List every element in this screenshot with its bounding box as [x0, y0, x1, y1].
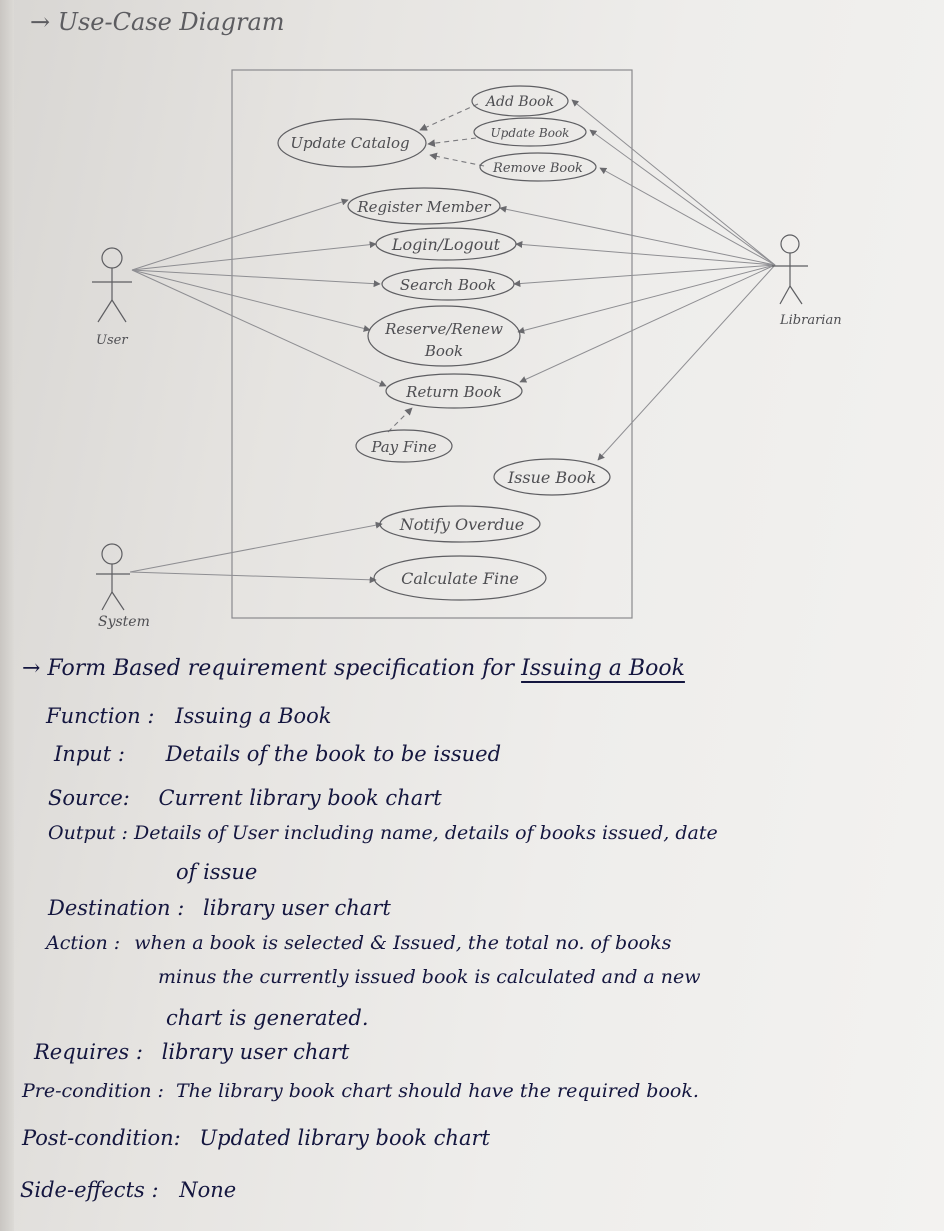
spec-title: → Form Based requirement specification f…: [22, 656, 685, 681]
actor-user-figure: [92, 247, 132, 323]
spec-output-continued: of issue: [176, 860, 258, 884]
dependency-lines: [387, 103, 485, 433]
spec-function-value: Issuing a Book: [175, 704, 332, 728]
spec-action-label: Action :: [46, 932, 121, 954]
use-case-login-logout: [375, 227, 517, 261]
spec-side-effects-label: Side-effects :: [20, 1178, 159, 1202]
label-issue-book: Issue Book: [507, 468, 596, 487]
spec-side-effects-value: None: [179, 1178, 237, 1202]
spec-destination-label: Destination :: [48, 896, 185, 920]
label-update-book: Update Book: [491, 126, 570, 140]
spec-postcondition-label: Post-condition:: [22, 1126, 181, 1150]
spec-action-value: when a book is selected & Issued, the to…: [134, 932, 672, 954]
label-search-book: Search Book: [400, 276, 496, 294]
use-case-calculate-fine: [373, 555, 547, 601]
label-reserve-renew-book: Book: [424, 342, 463, 360]
use-case-register-member: [347, 187, 501, 225]
spec-precondition: Pre-condition : The library book chart s…: [22, 1080, 699, 1102]
actor-system-label: System: [98, 614, 150, 630]
spec-action: Action : when a book is selected & Issue…: [46, 932, 671, 954]
spec-side-effects: Side-effects : None: [20, 1178, 236, 1202]
spec-function-label: Function :: [46, 704, 155, 728]
use-case-diagram: Add Book Update Catalog Update Book Remo…: [92, 69, 842, 630]
use-case-reserve-renew-book: [367, 305, 521, 367]
spec-action-continued-1: minus the currently issued book is calcu…: [158, 966, 701, 988]
spec-function: Function : Issuing a Book: [46, 704, 332, 728]
use-case-return-book: [385, 373, 523, 409]
actor-librarian-label: Librarian: [779, 313, 842, 328]
spec-requires-label: Requires :: [34, 1040, 143, 1064]
spec-destination-value: library user chart: [203, 896, 391, 920]
spec-requires-value: library user chart: [161, 1040, 350, 1064]
spec-destination: Destination : library user chart: [48, 896, 391, 920]
label-reserve-renew: Reserve/Renew: [384, 320, 503, 338]
use-case-update-book: [473, 117, 587, 147]
spec-precondition-label: Pre-condition :: [22, 1080, 164, 1102]
spec-input-value: Details of the book to be issued: [165, 742, 502, 766]
label-pay-fine: Pay Fine: [370, 438, 436, 456]
label-return-book: Return Book: [405, 383, 502, 401]
system-boundary: [231, 69, 633, 619]
use-case-search-book: [381, 267, 515, 301]
spec-output-value: Details of User including name, details …: [133, 822, 718, 844]
use-case-notify-overdue: [379, 505, 541, 543]
spec-requires: Requires : library user chart: [34, 1040, 349, 1064]
spec-source: Source: Current library book chart: [48, 786, 442, 810]
use-case-pay-fine: [355, 429, 453, 463]
spec-precondition-value: The library book chart should have the r…: [175, 1080, 699, 1102]
spec-postcondition: Post-condition: Updated library book cha…: [22, 1126, 490, 1150]
actor-librarian-figure: [772, 234, 808, 305]
page-heading: → Use-Case Diagram: [30, 8, 285, 36]
label-calculate-fine: Calculate Fine: [401, 569, 519, 588]
label-remove-book: Remove Book: [492, 161, 583, 176]
spec-output: Output : Details of User including name,…: [48, 822, 718, 844]
spec-title-subject: Issuing a Book: [521, 656, 685, 681]
label-update-catalog: Update Catalog: [290, 134, 409, 152]
label-register-member: Register Member: [356, 198, 491, 216]
spec-source-label: Source:: [48, 786, 130, 810]
use-case-issue-book: [493, 458, 611, 496]
use-case-update-catalog: [277, 118, 427, 168]
use-case-remove-book: [479, 152, 597, 182]
label-login-logout: Login/Logout: [391, 235, 501, 254]
use-case-add-book: [471, 85, 569, 117]
label-notify-overdue: Notify Overdue: [399, 515, 525, 534]
spec-input: Input : Details of the book to be issued: [54, 742, 501, 766]
spec-title-prefix: → Form Based requirement specification f…: [22, 656, 515, 681]
spec-action-continued-2: chart is generated.: [166, 1006, 369, 1030]
actor-user-label: User: [96, 333, 128, 348]
page-edge: [0, 0, 14, 1231]
spec-input-label: Input :: [54, 742, 125, 766]
spec-source-value: Current library book chart: [158, 786, 442, 810]
spec-postcondition-value: Updated library book chart: [199, 1126, 490, 1150]
association-lines: [129, 99, 776, 584]
label-add-book: Add Book: [484, 94, 554, 110]
spec-output-label: Output :: [48, 822, 128, 844]
actor-system-figure: [96, 543, 130, 611]
